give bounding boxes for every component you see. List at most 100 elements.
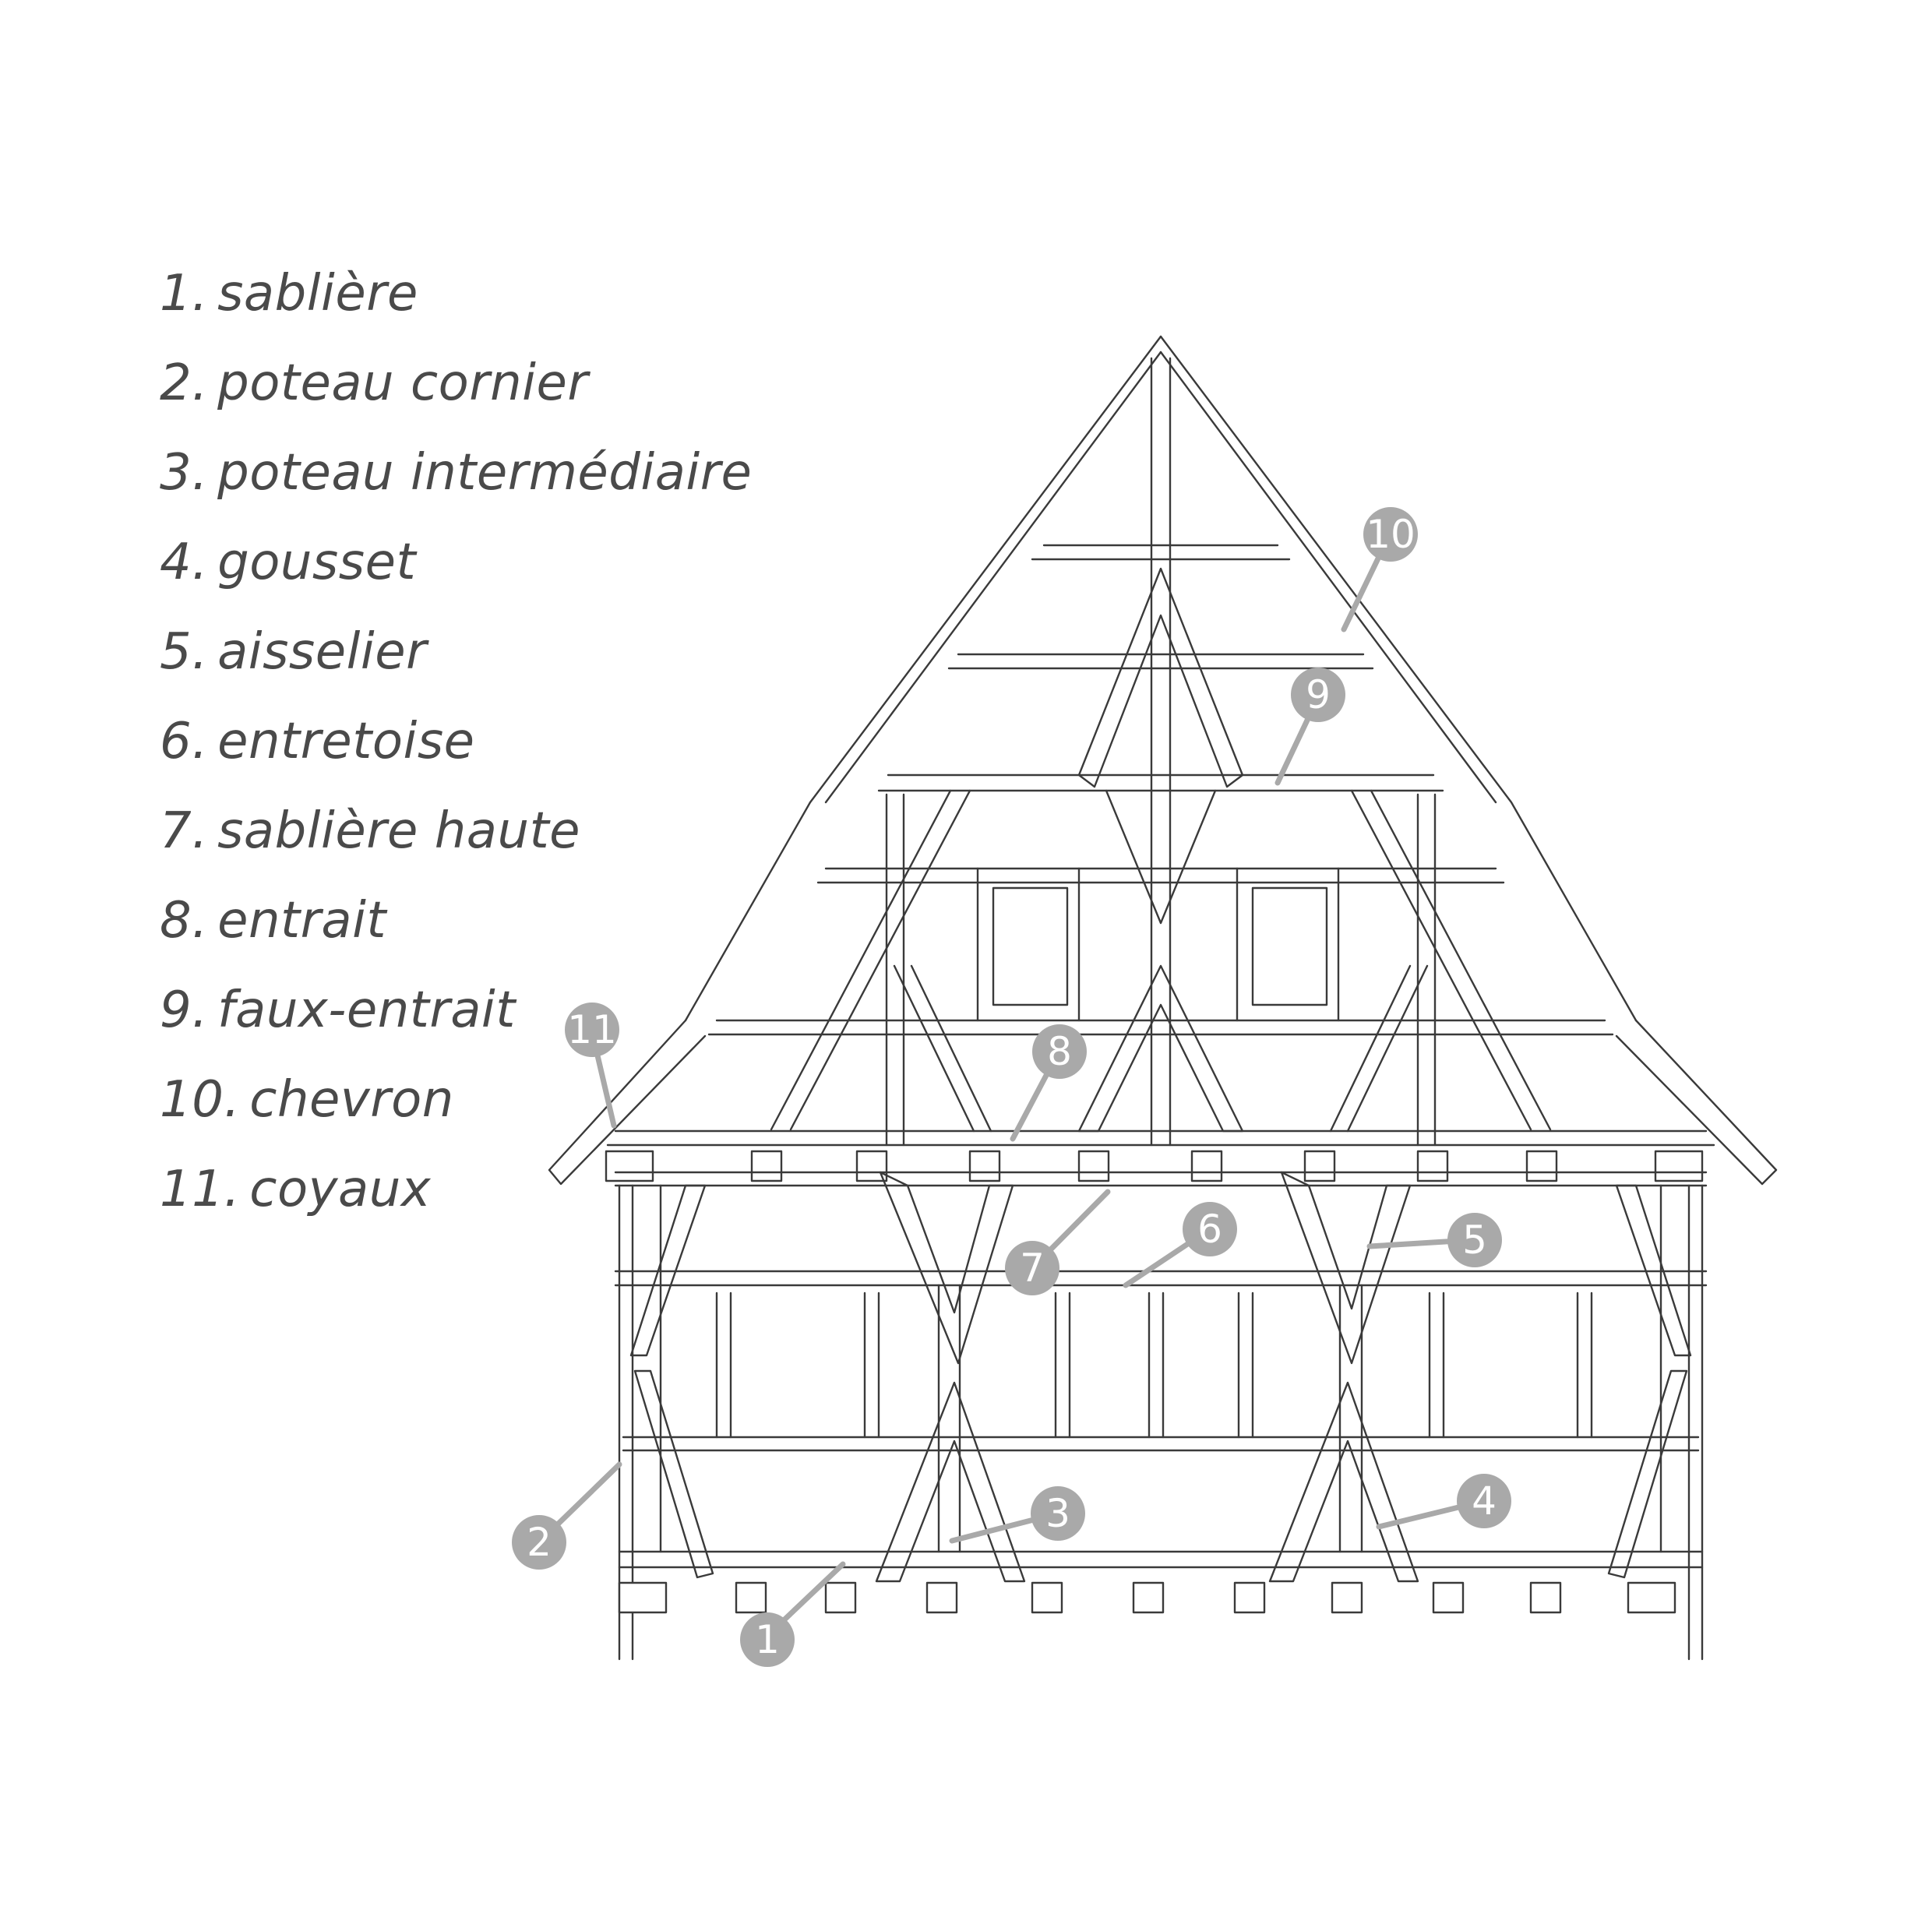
aisselier-right <box>1280 1171 1412 1365</box>
gable-brace-mid <box>1105 789 1217 925</box>
poteau-cornier-left <box>618 1184 634 1661</box>
gousset-corner-right <box>1607 1369 1688 1579</box>
legend-item-10: 10.chevron <box>160 1055 752 1145</box>
roof-slope-right <box>1159 335 1638 1022</box>
callout-2: 2 <box>512 1461 622 1570</box>
poteau-intermediaire-right <box>1338 1284 1363 1553</box>
callout-4: 4 <box>1376 1474 1511 1530</box>
legend-item-6: 6.entretoise <box>160 697 752 787</box>
gable-brace-side-right <box>1329 964 1429 1133</box>
legend-label: sablière <box>217 265 418 322</box>
legend-label: entretoise <box>217 713 475 770</box>
coyau-left <box>548 1019 707 1186</box>
callout-label: 3 <box>1045 1491 1070 1536</box>
entretoise-lower <box>622 1436 1700 1452</box>
king-post <box>1150 357 1172 1147</box>
callout-label: 11 <box>567 1007 617 1052</box>
gable-window-right <box>1251 886 1328 1006</box>
joist-ends <box>605 1150 1704 1182</box>
collar-beam-2 <box>947 653 1374 670</box>
callout-label: 2 <box>527 1520 552 1565</box>
poteau-intermediaire-left <box>937 1284 961 1553</box>
gable-window-frames <box>976 867 1340 1022</box>
roof-slope-left <box>684 335 1162 1022</box>
legend-number: 6. <box>160 713 209 770</box>
callout-6: 6 <box>1123 1202 1237 1288</box>
callout-label: 6 <box>1197 1207 1222 1252</box>
legend-number: 4. <box>160 534 209 591</box>
callout-8: 8 <box>1010 1024 1087 1142</box>
legend-label: chevron <box>249 1071 454 1129</box>
legend-item-9: 9.faux-entrait <box>160 966 752 1055</box>
legend-number: 5. <box>160 623 209 681</box>
foundation-joist-ends <box>618 1581 1676 1614</box>
callout-label: 7 <box>1020 1246 1045 1291</box>
legend-item-4: 4.gousset <box>160 518 752 608</box>
callout-1: 1 <box>740 1561 846 1667</box>
gable-diagonal-left <box>770 789 971 1131</box>
legend-number: 2. <box>160 354 209 412</box>
legend-item-3: 3.poteau intermédiaire <box>160 428 752 518</box>
legend-label: entrait <box>217 892 386 950</box>
gable-brace-upper <box>1077 567 1244 788</box>
callout-11: 11 <box>565 1003 619 1129</box>
callout-label: 5 <box>1462 1217 1487 1263</box>
aisselier-corner-left <box>629 1184 707 1357</box>
entrait-beam <box>606 1129 1715 1147</box>
legend-label: gousset <box>217 534 417 591</box>
wall-studs <box>659 1184 1662 1553</box>
legend-number: 1. <box>160 265 209 322</box>
legend-list: 1.sablière 2.poteau cornier 3.poteau int… <box>160 249 752 1235</box>
callout-label: 4 <box>1472 1478 1497 1524</box>
legend-item-2: 2.poteau cornier <box>160 339 752 428</box>
legend-item-8: 8.entrait <box>160 876 752 966</box>
callout-label: 1 <box>755 1617 780 1662</box>
gousset-corner-left <box>633 1369 714 1579</box>
timber-frame <box>548 335 1778 1661</box>
legend-label: poteau intermédiaire <box>217 444 753 502</box>
callout-label: 10 <box>1366 512 1416 557</box>
aisselier-left <box>879 1171 1014 1365</box>
legend-item-7: 7.sablière haute <box>160 787 752 876</box>
faux-entrait <box>877 773 1444 792</box>
callout-10: 10 <box>1341 507 1418 633</box>
aisselier-corner-right <box>1615 1184 1692 1357</box>
gable-brace-side-left <box>893 964 992 1133</box>
legend-number: 10. <box>160 1071 241 1129</box>
legend-label: aisselier <box>217 623 427 681</box>
legend-label: poteau cornier <box>217 354 589 412</box>
gable-brace-lower <box>1077 964 1244 1133</box>
callout-7: 7 <box>1005 1189 1111 1295</box>
legend-item-11: 11.coyaux <box>160 1145 752 1235</box>
legend-number: 7. <box>160 802 209 860</box>
legend-number: 9. <box>160 981 209 1039</box>
entretoise-upper <box>614 1270 1708 1287</box>
gousset-left <box>875 1381 1026 1583</box>
callout-label: 8 <box>1047 1029 1072 1074</box>
legend-number: 11. <box>160 1161 241 1218</box>
collar-beam-1 <box>1031 544 1291 561</box>
gable-rail-1 <box>816 867 1505 884</box>
legend-label: coyaux <box>249 1161 432 1218</box>
legend-label: sablière haute <box>217 802 581 860</box>
coyau-right <box>1615 1019 1778 1186</box>
gable-post-left <box>885 793 905 1147</box>
gable-diagonal-right <box>1350 789 1552 1131</box>
legend-number: 3. <box>160 444 209 502</box>
callout-5: 5 <box>1366 1213 1502 1267</box>
callout-3: 3 <box>949 1486 1085 1544</box>
gable-rail-2 <box>707 1019 1614 1036</box>
gable-post-right <box>1416 793 1437 1147</box>
poteau-cornier-right <box>1687 1184 1704 1661</box>
callout-label: 9 <box>1306 672 1331 717</box>
legend-item-5: 5.aisselier <box>160 608 752 697</box>
legend-label: faux-entrait <box>217 981 516 1039</box>
legend-number: 8. <box>160 892 209 950</box>
callout-9: 9 <box>1274 668 1345 786</box>
gousset-right <box>1268 1381 1419 1583</box>
sabliere <box>618 1550 1704 1569</box>
legend-item-1: 1.sablière <box>160 249 752 339</box>
gable-window-left <box>992 886 1069 1006</box>
sabliere-haute <box>614 1171 1708 1187</box>
